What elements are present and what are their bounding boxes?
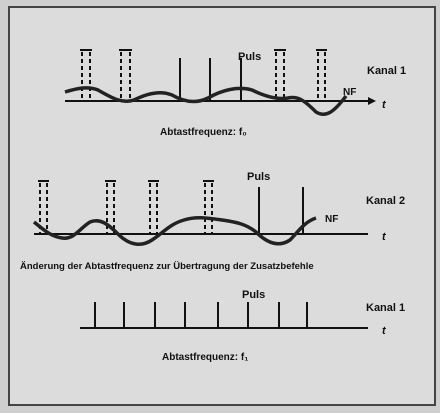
row3-axis-label: t bbox=[382, 325, 387, 337]
row3-channel-label: Kanal 1 bbox=[366, 302, 405, 314]
row2-solid-pulses bbox=[258, 187, 304, 234]
row2-diagram: Puls Kanal 2 NF t Änderung der Abtastfre… bbox=[20, 171, 405, 272]
row2-puls-label: Puls bbox=[247, 171, 270, 183]
row1-nf-label: NF bbox=[343, 87, 356, 98]
row2-channel-label: Kanal 2 bbox=[366, 195, 405, 207]
row1-channel-label: Kanal 1 bbox=[367, 65, 406, 77]
row1-solid-pulses bbox=[179, 58, 242, 101]
row3-solid-pulses bbox=[94, 302, 308, 328]
row3-diagram: Puls Kanal 1 t Abtastfrequenz: f₁ bbox=[80, 289, 405, 363]
diagram-panel bbox=[8, 6, 436, 406]
row2-caption: Änderung der Abtastfrequenz zur Übertrag… bbox=[20, 261, 314, 272]
row1-dashed-pulses bbox=[81, 52, 326, 101]
row3-caption: Abtastfrequenz: f₁ bbox=[162, 352, 248, 363]
row1-axis-label: t bbox=[382, 99, 387, 111]
row1-axis-arrow bbox=[368, 97, 376, 105]
row1-puls-label: Puls bbox=[238, 51, 261, 63]
row2-nf-label: NF bbox=[325, 214, 338, 225]
row1-nf-signal bbox=[64, 86, 348, 117]
row2-axis-label: t bbox=[382, 231, 387, 243]
row2-nf-signal bbox=[32, 215, 317, 246]
row3-puls-label: Puls bbox=[242, 289, 265, 301]
row1-diagram: Puls Kanal 1 NF t Abtastfrequenz: f₀ bbox=[64, 49, 406, 138]
row1-caption: Abtastfrequenz: f₀ bbox=[160, 127, 247, 138]
row2-dashed-pulses bbox=[39, 183, 213, 234]
